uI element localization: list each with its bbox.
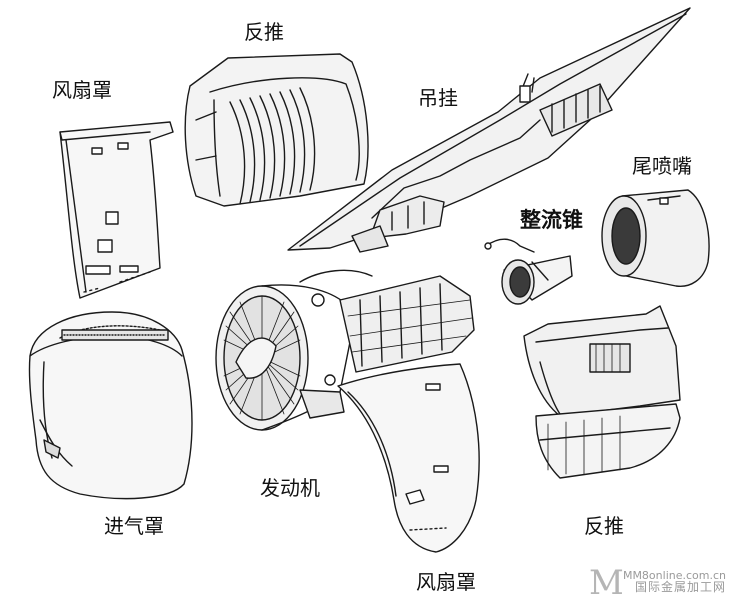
thrust-reverser-top-label: 反推 [244,20,284,44]
engine-core-part [215,269,475,431]
exhaust-nozzle-label: 尾喷嘴 [632,154,692,178]
pylon-label: 吊挂 [418,86,458,110]
watermark-logo: M [588,562,624,600]
exhaust-nozzle-part [601,189,710,287]
tail-cone-part [484,238,573,305]
pylon-part [287,7,691,253]
fan-cowl-bottom-part [337,363,480,553]
watermark-name: 国际金属加工网 [634,580,726,595]
thrust-reverser-bottom-part [523,305,681,479]
fan-cowl-bottom-label: 风扇罩 [416,570,476,594]
thrust-reverser-top-part [184,53,369,207]
watermark: M MM8online.com.cn 国际金属加工网 [589,565,726,600]
fan-cowl-top-part [59,121,174,299]
watermark-site: MM8online.com.cn [622,568,726,582]
inlet-cowl-label: 进气罩 [104,514,164,538]
fan-cowl-top-label: 风扇罩 [52,78,112,102]
thrust-reverser-bottom-label: 反推 [584,514,624,538]
engine-label: 发动机 [260,476,320,500]
tail-cone-label: 整流锥 [520,208,583,232]
inlet-cowl-part [28,311,193,500]
